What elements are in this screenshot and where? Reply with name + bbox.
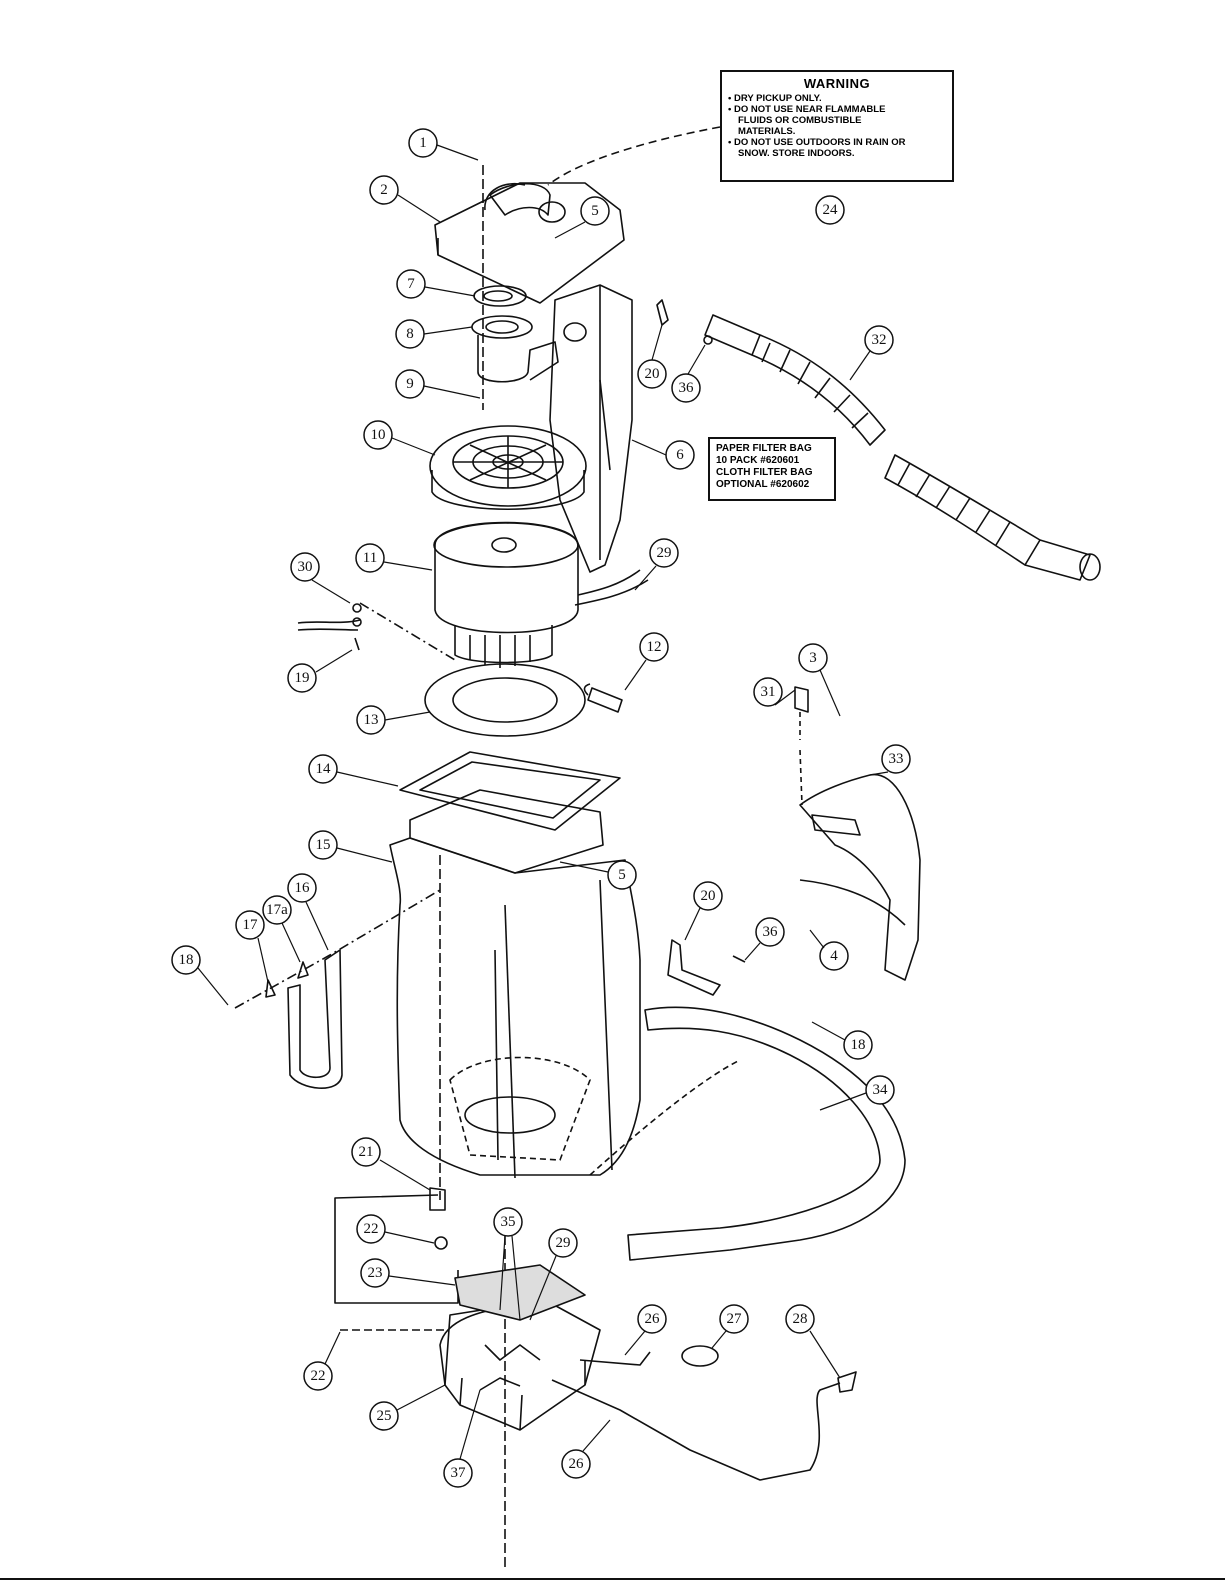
callout-label: 5 (591, 203, 599, 219)
callout-label: 28 (793, 1311, 808, 1327)
warning-line: FLUIDS OR COMBUSTIBLE (738, 115, 862, 126)
callout-label: 20 (645, 366, 660, 382)
callout-label: 23 (368, 1265, 383, 1281)
callout-label: 3 (809, 650, 817, 666)
callout-label: 22 (364, 1221, 379, 1237)
filter-bag-note: PAPER FILTER BAG 10 PACK #620601 CLOTH F… (708, 437, 836, 501)
callout-label: 11 (363, 550, 377, 566)
callout-label: 31 (761, 684, 776, 700)
callout-label: 6 (676, 447, 684, 463)
warning-label: WARNING • DRY PICKUP ONLY. • DO NOT USE … (720, 70, 954, 182)
callout-label: 10 (371, 427, 386, 443)
elbow-assembly (471, 285, 559, 383)
warning-line: MATERIALS. (738, 126, 796, 137)
callout-label: 17 (243, 917, 259, 933)
hose (704, 314, 1101, 581)
callout-label: 5 (618, 867, 626, 883)
callout-label: 1 (419, 135, 427, 151)
callout-label: 32 (872, 332, 887, 348)
warning-title: WARNING (803, 76, 871, 91)
filter-note-line: OPTIONAL #620602 (716, 479, 810, 490)
callout-label: 19 (295, 670, 310, 686)
callout-label: 34 (873, 1082, 889, 1098)
warning-line: • DO NOT USE OUTDOORS IN RAIN OR (728, 137, 906, 148)
callout-label: 35 (501, 1214, 516, 1230)
callout-label: 36 (679, 380, 695, 396)
callout-label: 8 (406, 326, 414, 342)
callout-label: 14 (316, 761, 332, 777)
filter-note-line: 10 PACK #620601 (716, 455, 800, 466)
filter-note-line: CLOTH FILTER BAG (716, 467, 813, 478)
filter-bag (549, 284, 633, 573)
motor (433, 521, 649, 668)
callout-label: 36 (763, 924, 779, 940)
square-gasket (399, 751, 621, 831)
control-box (439, 1264, 601, 1431)
callout-label: 18 (851, 1037, 866, 1053)
callout-label: 20 (701, 888, 716, 904)
callout-label: 16 (295, 880, 311, 896)
warning-line: • DO NOT USE NEAR FLAMMABLE (728, 104, 886, 115)
callout-label: 29 (657, 545, 672, 561)
callout-label: 18 (179, 952, 194, 968)
part-callouts: 1 2 5 7 8 9 10 11 30 19 29 12 13 14 15 1… (171, 128, 911, 1488)
callout-label: 30 (298, 559, 313, 575)
callout-label: 24 (823, 202, 839, 218)
callout-label: 29 (556, 1235, 571, 1251)
mounting-ring (424, 663, 586, 737)
housing (389, 789, 641, 1179)
top-cover (434, 182, 625, 304)
callout-label: 27 (727, 1311, 743, 1327)
warning-line: • DRY PICKUP ONLY. (728, 93, 822, 104)
callout-label: 26 (569, 1456, 585, 1472)
callout-label: 17a (266, 902, 288, 918)
callout-label: 13 (364, 712, 379, 728)
callout-label: 4 (830, 948, 838, 964)
warning-line: SNOW. STORE INDOORS. (738, 148, 855, 159)
bottom-divider (0, 1578, 1225, 1580)
callout-label: 21 (359, 1144, 374, 1160)
callout-label: 37 (451, 1465, 467, 1481)
shoulder-belt (627, 1006, 906, 1261)
callout-label: 2 (380, 182, 388, 198)
callout-label: 15 (316, 837, 331, 853)
filter-note-line: PAPER FILTER BAG (716, 443, 812, 454)
callout-label: 25 (377, 1408, 392, 1424)
callout-label: 22 (311, 1368, 326, 1384)
callout-label: 7 (407, 276, 415, 292)
callout-label: 33 (889, 751, 904, 767)
callout-label: 26 (645, 1311, 661, 1327)
motor-cover (429, 425, 587, 511)
callout-label: 9 (406, 376, 414, 392)
callout-label: 12 (647, 639, 662, 655)
